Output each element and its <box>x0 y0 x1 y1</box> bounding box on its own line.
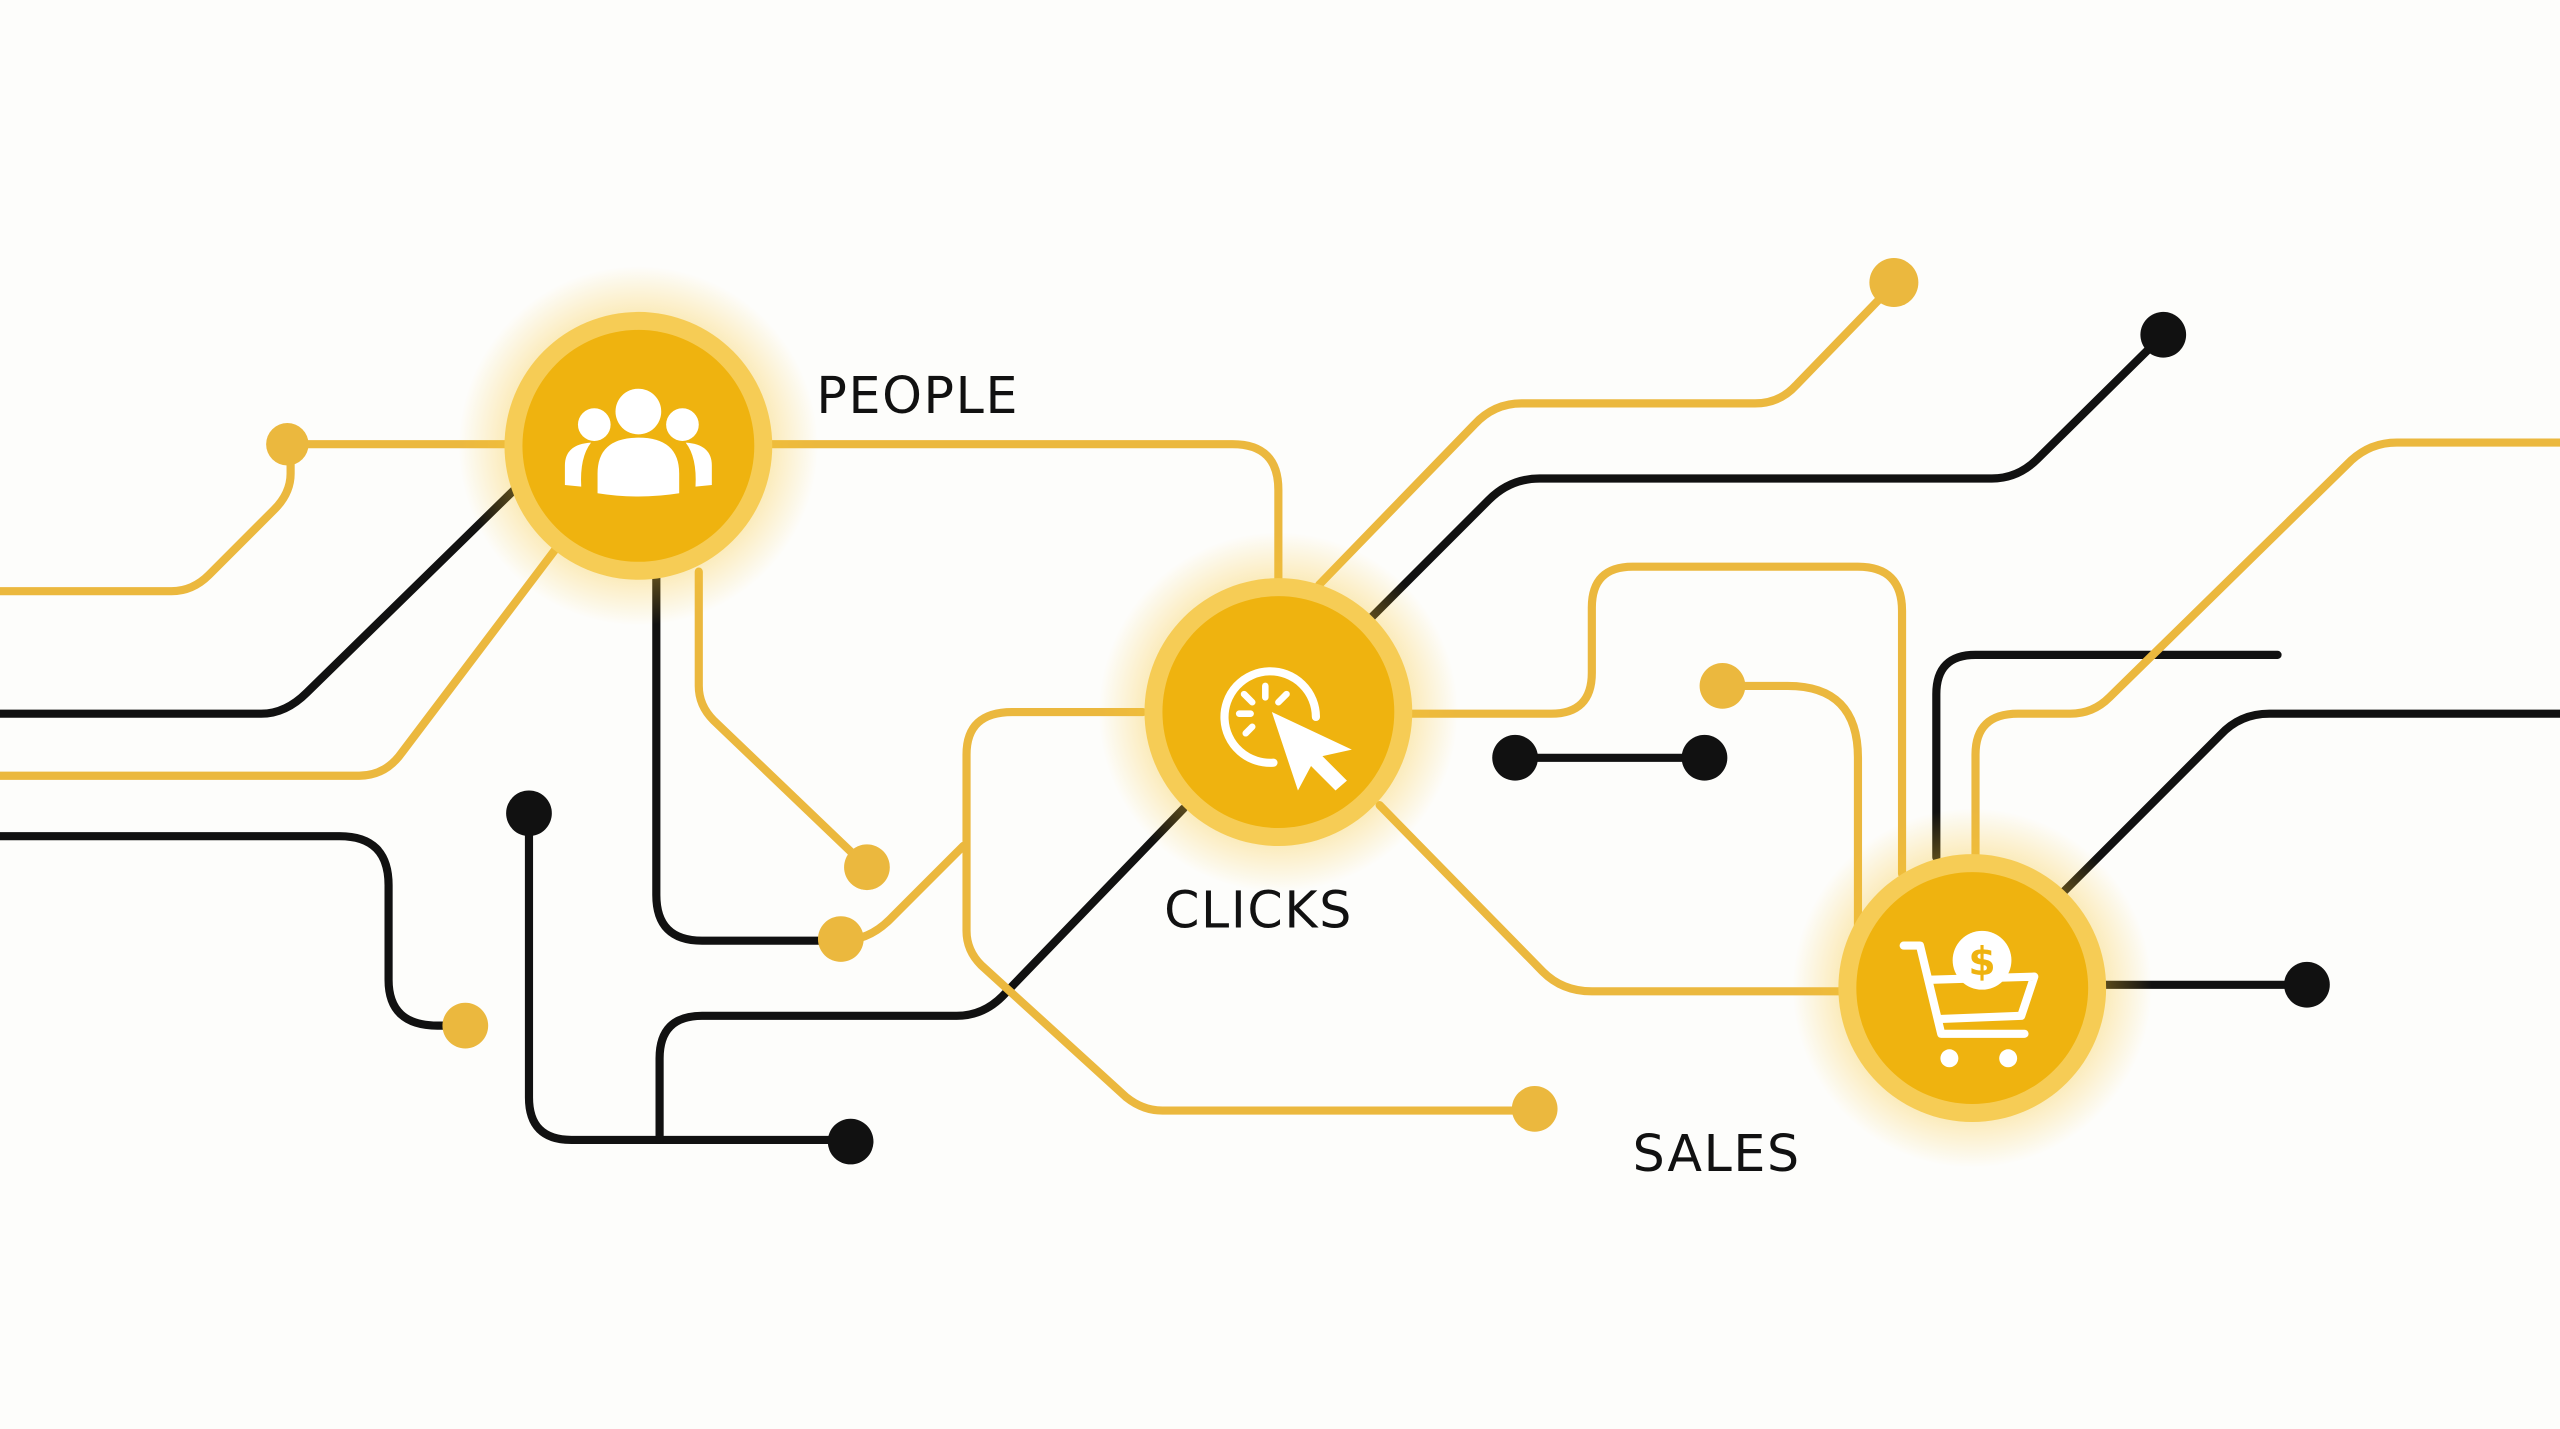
black-pad <box>1492 734 1538 781</box>
trace <box>2056 709 2560 900</box>
label-sales: SALES <box>1633 1124 1801 1183</box>
label-clicks: CLICKS <box>1164 881 1353 940</box>
label-people: PEOPLE <box>816 366 1019 425</box>
black-pad <box>827 1118 874 1165</box>
gold-pad <box>1699 663 1746 709</box>
trace-endpoints <box>266 258 2330 1165</box>
black-pad <box>2140 311 2187 358</box>
trace <box>0 440 295 596</box>
black-pad <box>506 790 552 837</box>
trace <box>0 477 527 718</box>
node-people <box>458 266 818 626</box>
trace <box>1367 330 2168 622</box>
gold-pad <box>844 844 890 891</box>
svg-text:$: $ <box>1968 940 1995 985</box>
trace <box>763 440 1283 588</box>
gold-pad <box>266 422 309 466</box>
black-pad <box>2284 961 2330 1008</box>
trace <box>1375 801 1849 996</box>
trace <box>524 809 854 1145</box>
click-cursor-icon <box>1220 667 1352 791</box>
trace <box>652 567 845 945</box>
node-sales: $ <box>1792 808 2152 1168</box>
trace <box>694 567 870 870</box>
trace <box>1971 438 2560 867</box>
people-icon <box>564 388 712 497</box>
trace <box>0 832 470 1030</box>
gold-pad <box>1511 1086 1558 1132</box>
trace <box>962 707 1539 1115</box>
trace <box>0 534 568 780</box>
trace <box>1408 562 1907 878</box>
gold-pad <box>1869 258 1919 308</box>
cart-dollar-icon: $ <box>1899 930 2039 1068</box>
gold-pad <box>817 916 864 962</box>
gold-pad <box>442 1002 489 1049</box>
trace <box>1718 681 1863 944</box>
trace <box>1315 280 1898 589</box>
node-clicks <box>1098 532 1458 892</box>
black-pad <box>1681 734 1728 781</box>
trace <box>1932 650 2282 862</box>
trace <box>655 804 1188 1145</box>
circuit-lines <box>0 280 2560 1145</box>
